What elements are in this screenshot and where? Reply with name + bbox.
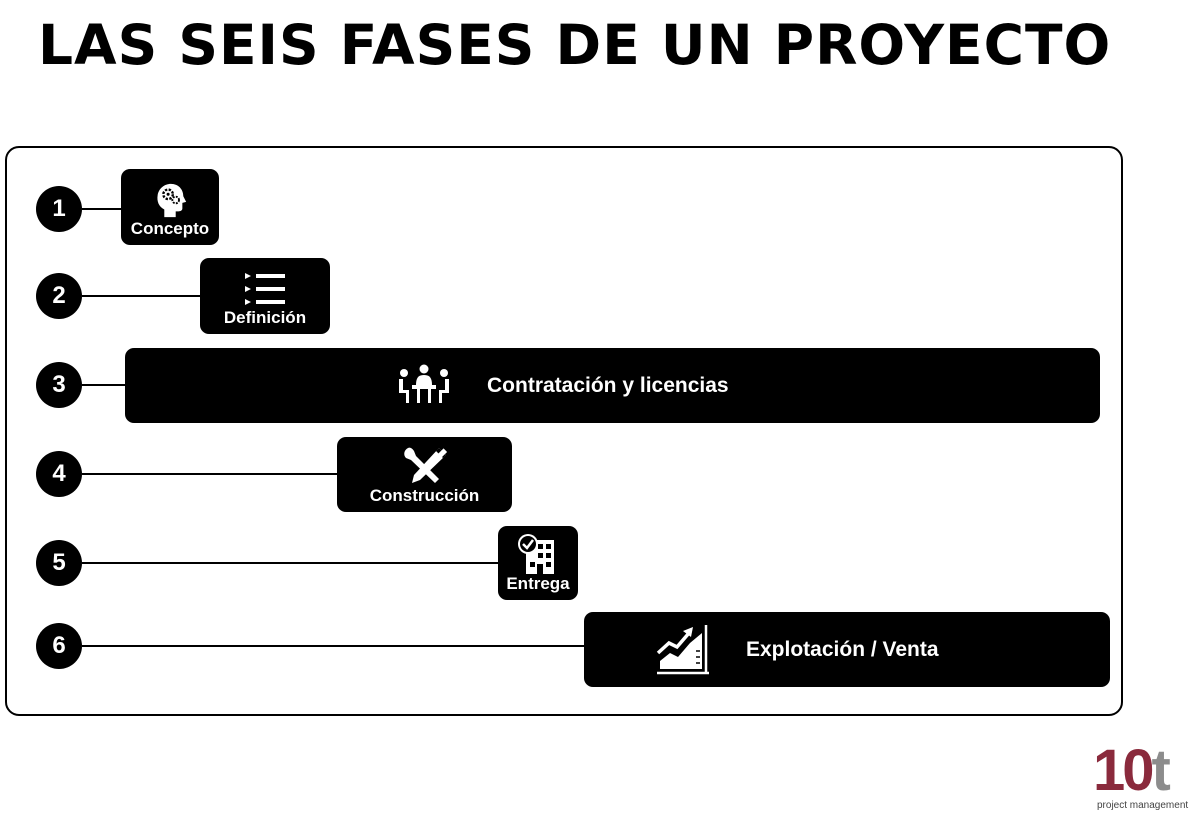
phase-2-box: Definición [200,258,330,334]
head-gears-icon [157,183,187,218]
phase-3-box: Contratación y licencias [125,348,1100,423]
phase-6-connector [82,645,586,647]
phases-frame [5,146,1123,716]
phase-5-box: Entrega [498,526,578,600]
phase-4-connector [82,473,338,475]
phase-3-number: 3 [36,362,82,408]
phase-6-label: Explotación / Venta [746,638,939,661]
phase-1-label: Concepto [130,219,210,238]
phase-6-number: 6 [36,623,82,669]
phase-2-connector [82,295,201,297]
phase-5-number: 5 [36,540,82,586]
phase-6-box: Explotación / Venta [584,612,1110,687]
tools-icon [403,447,447,483]
logo-mark: 10t [1093,742,1171,800]
list-icon [245,273,285,305]
phase-4-label: Construcción [369,486,480,505]
phase-2-label: Definición [223,308,307,327]
logo-digits: 10 [1093,738,1154,803]
phase-2-number: 2 [36,273,82,319]
page-title: LAS SEIS FASES DE UN PROYECTO [38,13,1112,77]
phase-5-label: Entrega [506,574,570,593]
building-check-icon [518,534,554,574]
logo-letter: t [1151,738,1171,803]
meeting-table-icon [399,364,449,403]
growth-chart-icon [656,625,709,675]
phase-4-box: Construcción [337,437,512,512]
phase-1-connector [82,208,122,210]
phase-1-number: 1 [36,186,82,232]
phase-1-box: Concepto [121,169,219,245]
phase-3-label: Contratación y licencias [487,374,729,397]
logo-tagline: project management [1097,800,1189,811]
phase-3-connector [82,384,126,386]
company-logo: 10t project management [1093,742,1198,812]
phase-4-number: 4 [36,451,82,497]
phase-5-connector [82,562,500,564]
